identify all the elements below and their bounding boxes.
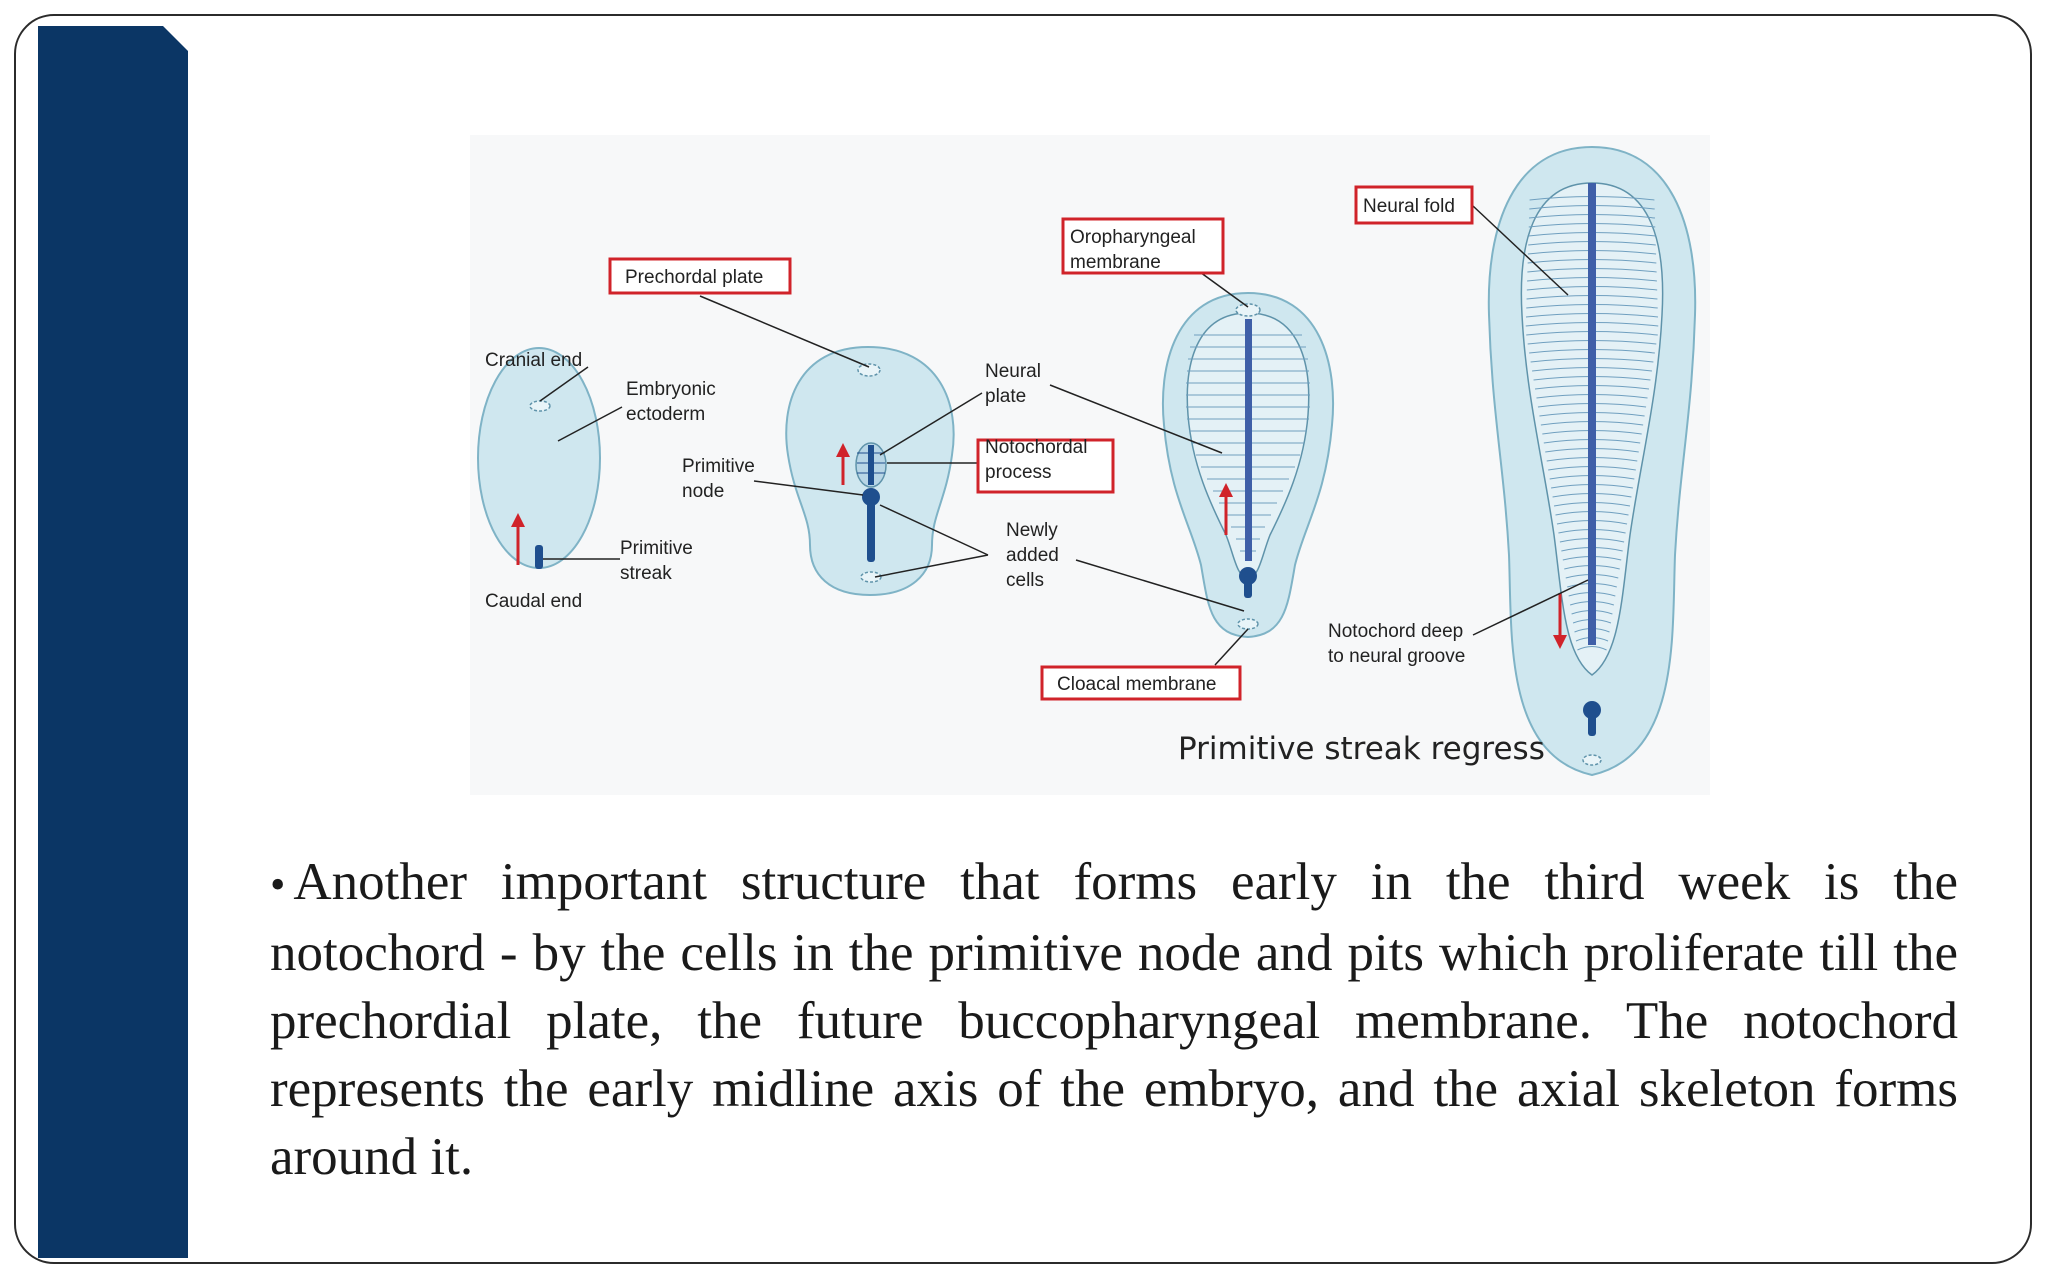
label-neural-plate-line1: Neural: [985, 361, 1041, 382]
label-neural-plate-line2: plate: [985, 386, 1026, 407]
label-oropharyngeal-line2: membrane: [1070, 252, 1161, 273]
label-primitive-node-line1: Primitive: [682, 456, 755, 477]
label-oropharyngeal-line1: Oropharyngeal: [1070, 227, 1196, 248]
figure-caption: Primitive streak regress: [1178, 731, 1545, 767]
neural-fold-box: [1354, 185, 1474, 225]
side-bar: [38, 26, 188, 1258]
embryo-stage-3: [1049, 258, 1335, 666]
label-cloacal-membrane: Cloacal membrane: [1057, 674, 1216, 695]
paragraph-text: Another important structure that forms e…: [270, 853, 1958, 1186]
label-embryonic-ectoderm-line1: Embryonic: [626, 379, 716, 400]
embryo-stage-1: [477, 347, 623, 569]
label-caudal-end: Caudal end: [485, 591, 582, 612]
embryo-stage-4: [1472, 145, 1697, 777]
label-embryonic-ectoderm-line2: ectoderm: [626, 404, 705, 425]
notochordal-process-box: [976, 438, 1115, 494]
label-notochordal-process-line2: process: [985, 462, 1052, 483]
label-primitive-streak-line2: streak: [620, 563, 672, 584]
oropharyngeal-membrane-box: [1061, 217, 1225, 275]
label-notochord-deep-line1: Notochord deep: [1328, 621, 1463, 642]
label-newly-added-line2: added: [1006, 545, 1059, 566]
label-cranial-end: Cranial end: [485, 350, 582, 371]
label-newly-added-line3: cells: [1006, 570, 1044, 591]
label-primitive-streak-line1: Primitive: [620, 538, 693, 559]
bullet-paragraph: •Another important structure that forms …: [270, 848, 1958, 1191]
embryo-stage-2: [699, 295, 989, 597]
label-newly-added-line1: Newly: [1006, 520, 1058, 541]
prechordal-plate-box: [608, 257, 792, 295]
cloacal-membrane-box: [1040, 665, 1242, 701]
bullet-icon: •: [270, 860, 286, 909]
embryo-diagram: Cranial end Embryonic ectoderm Primitive…: [470, 135, 1710, 795]
label-primitive-node-line2: node: [682, 481, 724, 502]
label-neural-fold: Neural fold: [1363, 196, 1455, 217]
label-notochord-deep-line2: to neural groove: [1328, 646, 1465, 667]
label-prechordal-plate: Prechordal plate: [625, 267, 763, 288]
label-notochordal-process-line1: Notochordal: [985, 437, 1087, 458]
